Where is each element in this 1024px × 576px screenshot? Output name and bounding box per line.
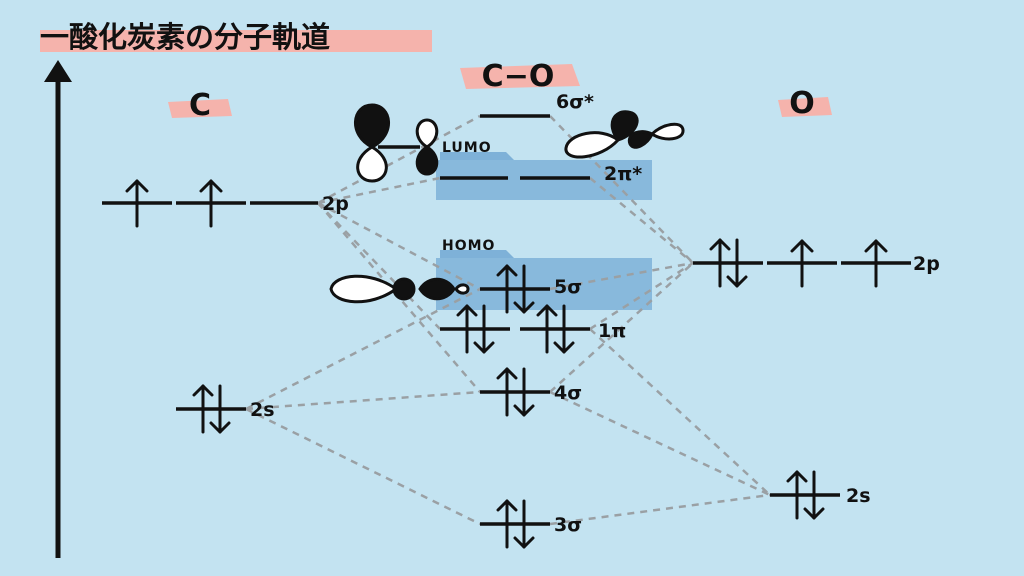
page-title: 一酸化炭素の分子軌道 <box>40 20 330 54</box>
line-c2s-4s <box>245 390 481 411</box>
o-2p-label: 2p <box>913 253 940 275</box>
line-c2p-6s <box>317 114 481 205</box>
line-o2p-2pi-star <box>589 177 694 264</box>
mo-2pi-star-label: 2π* <box>604 163 642 185</box>
lumo-tag-tab <box>440 152 514 160</box>
mo-5s-label: 5σ <box>554 276 582 298</box>
mo-1pi-label: 1π <box>598 320 626 342</box>
lobe-white <box>415 118 439 149</box>
lobe-white-large <box>329 274 399 304</box>
c-2p-level: 2p <box>102 179 349 228</box>
electron-pair-arrows <box>192 384 231 434</box>
electron-up-arrow <box>790 239 814 288</box>
mo-6s-star-label: 6σ* <box>556 91 594 113</box>
lobe-black-node <box>392 277 416 301</box>
o-2s-level: 2s <box>770 470 871 520</box>
homo-tag-tab <box>440 250 514 258</box>
mo-3s-label: 3σ <box>554 514 582 536</box>
pi-star-orbital-drawing <box>564 110 685 159</box>
electron-up-arrow <box>125 179 149 228</box>
o-2p-level: 2p <box>693 238 940 288</box>
mo-4s-label: 4σ <box>554 382 582 404</box>
line-c2p-5s <box>317 201 481 291</box>
o-2s-label: 2s <box>846 485 871 507</box>
electron-pair-arrows <box>536 304 575 354</box>
lobe-black <box>418 277 456 301</box>
header-o-highlight <box>778 97 832 117</box>
correlation-lines <box>245 114 771 526</box>
frontier-bands: LUMO HOMO <box>436 140 652 310</box>
lobe-white <box>564 131 621 159</box>
line-c2s-5s <box>245 287 481 411</box>
header-c-highlight <box>168 99 232 118</box>
electron-pair-arrows <box>709 238 748 288</box>
electron-pair-arrows <box>496 499 535 549</box>
c-2s-label: 2s <box>250 399 275 421</box>
line-c2p-1pi <box>317 202 441 330</box>
lumo-pi-orbital-drawing <box>354 103 439 183</box>
header-c: C <box>189 88 211 123</box>
homo-tag: HOMO <box>442 238 495 254</box>
header-co: C−O <box>482 59 555 94</box>
title-block: 一酸化炭素の分子軌道 <box>40 20 432 54</box>
energy-axis-arrowhead <box>44 60 72 82</box>
lobe-black <box>627 130 654 149</box>
energy-axis <box>44 60 72 558</box>
lobe-black <box>415 145 439 176</box>
line-o2p-5s <box>549 261 694 291</box>
homo-sigma-orbital-drawing <box>329 274 470 304</box>
mo-2pi-star-level: 2π* <box>440 163 642 185</box>
column-headers: C C−O O <box>168 59 832 123</box>
electron-up-arrow <box>864 239 888 288</box>
header-o: O <box>789 86 815 121</box>
title-highlight <box>40 30 432 52</box>
line-o2s-3s <box>549 493 771 526</box>
lobe-white <box>356 145 388 183</box>
lumo-tag: LUMO <box>442 140 492 156</box>
c-2p-label: 2p <box>322 193 349 215</box>
mo-5s-level: 5σ <box>480 264 582 314</box>
mo-1pi-level: 1π <box>440 304 626 354</box>
lobe-black <box>354 103 390 149</box>
electron-pair-arrows <box>786 470 825 520</box>
lobe-black <box>610 110 639 142</box>
line-c2p-4s <box>317 202 481 393</box>
lobe-white-small <box>454 283 470 295</box>
lobe-white <box>649 122 685 141</box>
lumo-band <box>436 160 652 200</box>
electron-pair-arrows <box>496 367 535 417</box>
header-co-highlight <box>460 64 580 89</box>
c-2s-level: 2s <box>176 384 275 434</box>
mo-6s-star-level: 6σ* <box>480 91 594 118</box>
line-o2s-1pi <box>589 328 771 496</box>
electron-pair-arrows <box>456 304 495 354</box>
line-o2p-6s <box>549 115 694 264</box>
line-o2p-4s <box>549 262 694 393</box>
line-o2s-4s <box>549 390 771 497</box>
line-c2s-3s <box>245 407 481 526</box>
electron-up-arrow <box>199 179 223 228</box>
mo-4s-level: 4σ <box>480 367 582 417</box>
mo-3s-level: 3σ <box>480 499 582 549</box>
electron-pair-arrows <box>496 264 535 314</box>
